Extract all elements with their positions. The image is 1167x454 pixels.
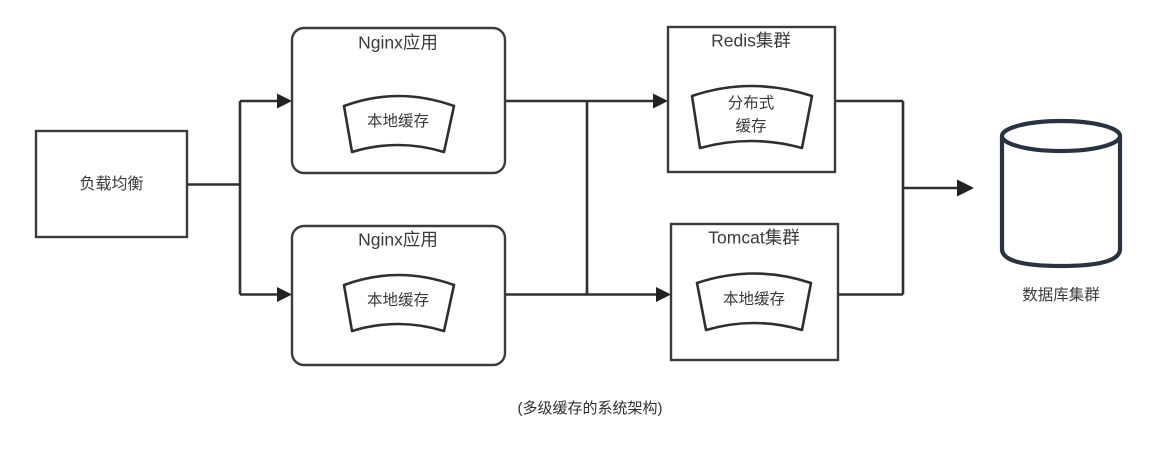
arrowhead-to-tomcat — [656, 287, 671, 302]
load-balancer-label: 负载均衡 — [79, 175, 143, 193]
nginx-top-title: Nginx应用 — [358, 33, 438, 53]
nginx-bottom-title: Nginx应用 — [358, 230, 438, 250]
diagram-caption: (多级缓存的系统架构) — [518, 400, 663, 417]
tomcat-cluster-title: Tomcat集群 — [708, 228, 799, 248]
node-load-balancer[interactable]: 负载均衡 — [34, 129, 189, 239]
database-cylinder-top[interactable] — [999, 118, 1123, 154]
node-database[interactable]: 数据库集群 — [999, 118, 1123, 304]
load-balancer-box[interactable] — [34, 129, 189, 239]
node-tomcat-cluster[interactable]: Tomcat集群 本地缓存 — [669, 222, 840, 362]
node-redis-cluster[interactable]: Redis集群 分布式 缓存 — [666, 25, 837, 174]
redis-cache-label-line1: 分布式 — [728, 94, 775, 112]
arrowhead-to-nginx-top — [277, 93, 292, 109]
redis-cache-shape — [690, 84, 814, 150]
tomcat-cache-shape — [695, 272, 813, 332]
database-cylinder-body[interactable] — [999, 133, 1123, 269]
arrowhead-to-nginx-bottom — [277, 287, 292, 302]
node-nginx-bottom[interactable]: Nginx应用 本地缓存 — [290, 224, 507, 367]
redis-cluster-title: Redis集群 — [711, 31, 791, 51]
tomcat-cache-label: 本地缓存 — [723, 290, 785, 308]
arrowhead-to-redis — [653, 93, 668, 109]
redis-cache-label-line2: 缓存 — [735, 117, 766, 135]
database-label: 数据库集群 — [1022, 286, 1100, 304]
connector-group — [187, 93, 974, 302]
nginx-top-cache-shape — [342, 94, 456, 154]
arrowhead-to-database — [957, 179, 974, 197]
node-nginx-top[interactable]: Nginx应用 本地缓存 — [290, 26, 507, 175]
nginx-bottom-cache-shape — [342, 273, 456, 333]
nginx-top-cache-label: 本地缓存 — [367, 112, 429, 130]
nginx-bottom-cache-label: 本地缓存 — [367, 291, 429, 309]
